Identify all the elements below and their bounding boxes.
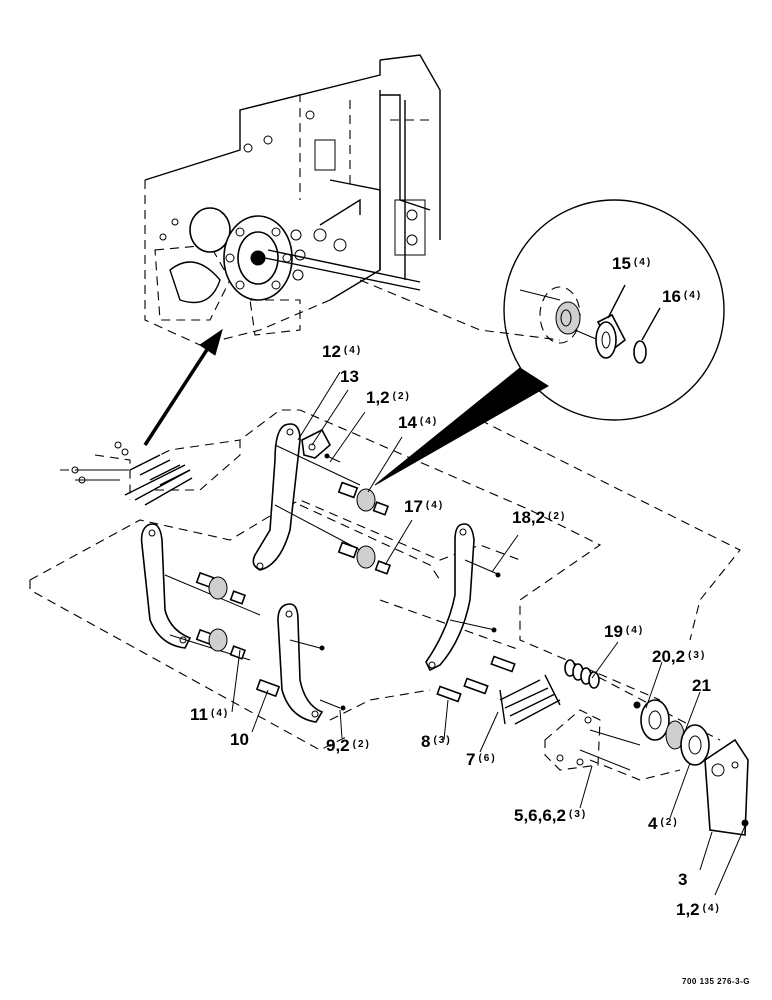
arm-lower-middle <box>277 603 324 723</box>
callout-13: 13 <box>340 367 359 386</box>
detail-magnifier <box>374 199 725 486</box>
assembly-arrow <box>143 328 223 446</box>
spring-set-left <box>71 441 193 506</box>
arm-upper-left <box>252 423 301 571</box>
spring-set-right <box>499 674 561 725</box>
mount-plate-3 <box>704 738 749 836</box>
callout-12: 12(4) <box>322 342 363 361</box>
callout-21: 21 <box>692 676 711 695</box>
drive-hub <box>189 198 421 301</box>
callout-18-2: 18,2(2) <box>512 508 567 527</box>
plate-13 <box>301 428 332 459</box>
callout-1-2-lower: 1,2(4) <box>676 900 721 919</box>
pins-8 <box>436 655 516 703</box>
bearing-assembly <box>633 699 710 766</box>
arm-lower-left <box>140 523 192 649</box>
washers-19 <box>564 659 600 689</box>
figure-reference: 700 135 276-3-G <box>682 977 750 986</box>
callout-16: 16(4) <box>662 287 703 306</box>
callout-3: 3 <box>678 870 688 889</box>
leader-lines <box>231 371 746 896</box>
machine-housing <box>144 54 441 346</box>
callout-7: 7(6) <box>466 750 497 769</box>
callout-15: 15(4) <box>612 254 653 273</box>
callout-17: 17(4) <box>404 497 445 516</box>
arm-right <box>425 523 475 672</box>
callout-19: 19(4) <box>604 622 645 641</box>
callout-8: 8(3) <box>421 732 452 751</box>
callout-5-6-6-2: 5,6,6,2(3) <box>514 806 588 825</box>
callout-10: 10 <box>230 730 249 749</box>
rollers <box>164 444 392 698</box>
callout-14: 14(4) <box>398 413 439 432</box>
callout-20-2: 20,2(3) <box>652 647 707 666</box>
spring-bracket <box>544 709 601 771</box>
callout-4: 4(2) <box>648 814 679 833</box>
callout-11: 11(4) <box>190 705 230 724</box>
callout-9-2: 9,2(2) <box>326 736 371 755</box>
callout-1-2-upper: 1,2(2) <box>366 388 411 407</box>
